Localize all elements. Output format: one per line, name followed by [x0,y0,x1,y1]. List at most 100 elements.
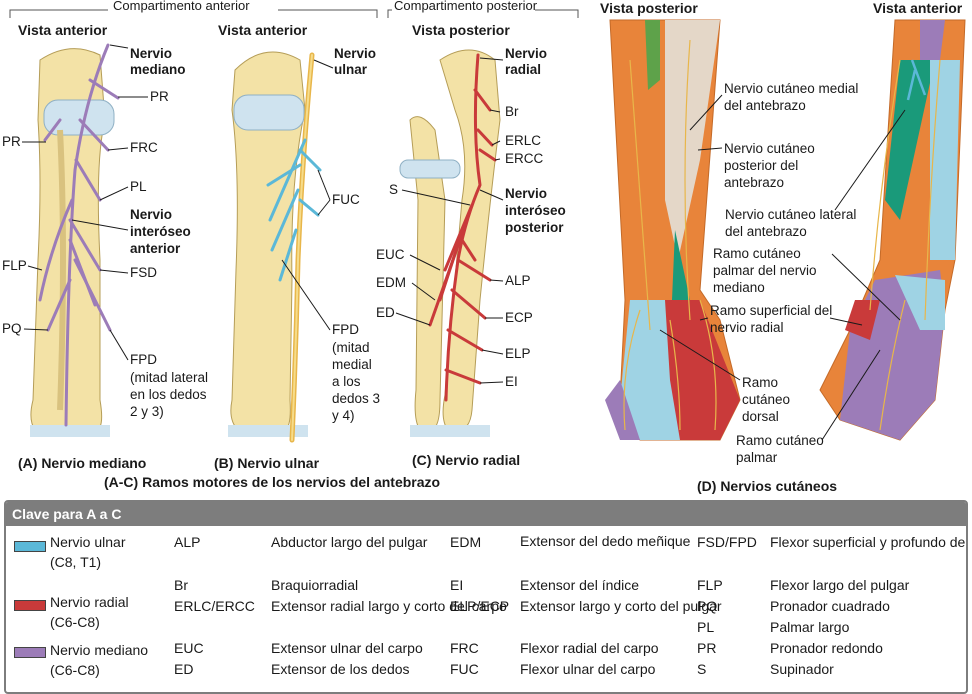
panelA-pr-label: PR [150,89,169,104]
abbr-s: S [697,661,707,677]
panelA-interosseous-label: Nervio interóseo anterior [130,207,191,256]
panelA-fsd-label: FSD [130,265,157,280]
panelD-view-posterior: Vista posterior [600,0,698,16]
radial-swatch [14,600,46,611]
panelC-erlc-label: ERLC [505,133,542,148]
key-title: Clave para A a C [6,502,966,526]
panelC-alp-label: ALP [505,273,531,288]
panelD-label-superficial-radial: Ramo superficial del nervio radial [710,303,833,335]
ulnar-swatch [14,541,46,552]
panelA-pr-left-label: PR [2,134,21,149]
desc-frc: Flexor radial del carpo [520,640,659,656]
legend-ulnar-name: Nervio ulnar [50,534,126,550]
desc-pl: Palmar largo [770,619,850,635]
abbr-euc: EUC [174,640,204,656]
panelC-ecp-label: ECP [505,310,533,325]
panelA-fpd-label: FPD [130,352,157,367]
panelC-br-label: Br [505,104,519,119]
desc-ei: Extensor del índice [520,577,640,593]
panelA-bones [30,48,115,437]
desc-flp: Flexor largo del pulgar [770,577,910,593]
panelC-elp-label: ELP [505,346,531,361]
section-anterior-header: Compartimento anterior [113,0,250,13]
abbr-pl: PL [697,619,715,635]
panelD-label-palmar: Ramo cutáneo palmar [736,433,824,465]
panelA-view: Vista anterior [18,22,108,38]
anatomy-illustration [9,9,966,443]
abbr-elp: ELP/ECP [450,598,510,614]
panelB-nerve-label: Nervio ulnar [334,46,377,77]
panelC-bones [399,49,501,437]
ulnar-nerve [266,52,322,443]
panelB-fpd-label: FPD [332,322,359,337]
panelB-view: Vista anterior [218,22,308,38]
abbr-ed: ED [174,661,194,677]
desc-erlc: Extensor radial largo y corto del carpo [271,598,507,614]
legend-median-name: Nervio mediano [50,642,149,658]
abbr-frc: FRC [450,640,479,656]
panelD-anterior-arm [819,19,966,441]
abbr-ei: EI [450,577,464,593]
panelC-edm-label: EDM [376,275,406,290]
abbr-pr: PR [697,640,717,656]
panelA-pl-label: PL [130,179,147,194]
panelC-caption: (C) Nervio radial [412,452,521,468]
desc-edm: Extensor del dedo meñique [520,533,691,549]
panelB-fuc-label: FUC [332,192,360,207]
legend-ulnar-roots: (C8, T1) [50,554,102,570]
abbr-pq: PQ [697,598,718,614]
abbr-fuc: FUC [450,661,479,677]
desc-br: Braquiorradial [271,577,359,593]
abbr-edm: EDM [450,534,482,550]
section-posterior-header: Compartimento posterior [394,0,538,13]
legend-radial-roots: (C6-C8) [50,614,100,630]
desc-s: Supinador [770,661,834,677]
panelA-frc-label: FRC [130,140,158,155]
desc-elp: Extensor largo y corto del pulgar [520,598,722,614]
panelC-interosseous-label: Nervio interóseo posterior [505,186,566,235]
panelB-fpd-note: (mitad medial a los dedos 3 y 4) [332,340,381,423]
panelA-caption: (A) Nervio mediano [18,455,147,471]
panelC-ed-label: ED [376,305,395,320]
panelB-bones [228,51,308,437]
abbr-flp: FLP [697,577,723,593]
desc-fuc: Flexor ulnar del carpo [520,661,656,677]
panelC-ercc-label: ERCC [505,151,544,166]
panelD-label-dorsal: Ramo cutáneo dorsal [742,375,791,424]
legend-median-roots: (C6-C8) [50,662,100,678]
panelC-ei-label: EI [505,374,518,389]
panelD-label-lateral: Nervio cutáneo lateral del antebrazo [725,207,857,239]
median-nerve [38,43,120,427]
desc-ed: Extensor de los dedos [271,661,410,677]
panelA-flp-label: FLP [2,258,27,273]
panelD-label-palmar-median: Ramo cutáneo palmar del nervio mediano [713,246,817,295]
abc-caption: (A-C) Ramos motores de los nervios del a… [104,474,441,490]
median-swatch [14,647,46,658]
panelD-caption: (D) Nervios cutáneos [697,478,838,494]
desc-alp: Abductor largo del pulgar [271,534,428,550]
panelD-view-anterior: Vista anterior [873,0,963,16]
panelD-posterior-arm [605,19,741,441]
key-panel: Clave para A a C Nervio ulnar (C8, T1) N… [4,500,968,694]
desc-euc: Extensor ulnar del carpo [271,640,423,656]
panelA-fpd-note: (mitad lateral en los dedos 2 y 3) [130,370,209,419]
panelC-nerve-label: Nervio radial [505,46,548,77]
desc-pr: Pronador redondo [770,640,883,656]
panelC-view: Vista posterior [412,22,510,38]
abbr-alp: ALP [174,534,201,550]
abbr-br: Br [174,577,188,593]
panelA-nerve-label: Nervio mediano [130,46,186,77]
abbr-fsd: FSD/FPD [697,534,757,550]
desc-pq: Pronador cuadrado [770,598,890,614]
desc-fsd: Flexor superficial y profundo de los ded… [770,534,966,550]
panelD-label-posterior: Nervio cutáneo posterior del antebrazo [724,141,815,190]
panelC-euc-label: EUC [376,247,405,262]
panelC-s-label: S [389,182,399,197]
panelA-pq-label: PQ [2,321,22,336]
legend-radial-name: Nervio radial [50,594,129,610]
radial-nerve [428,53,497,402]
panelD-label-medial: Nervio cutáneo medial del antebrazo [724,81,859,113]
abbr-erlc: ERLC/ERCC [174,598,255,614]
panelB-caption: (B) Nervio ulnar [214,455,320,471]
figure-area: Compartimento anterior Compartimento pos… [2,0,966,494]
